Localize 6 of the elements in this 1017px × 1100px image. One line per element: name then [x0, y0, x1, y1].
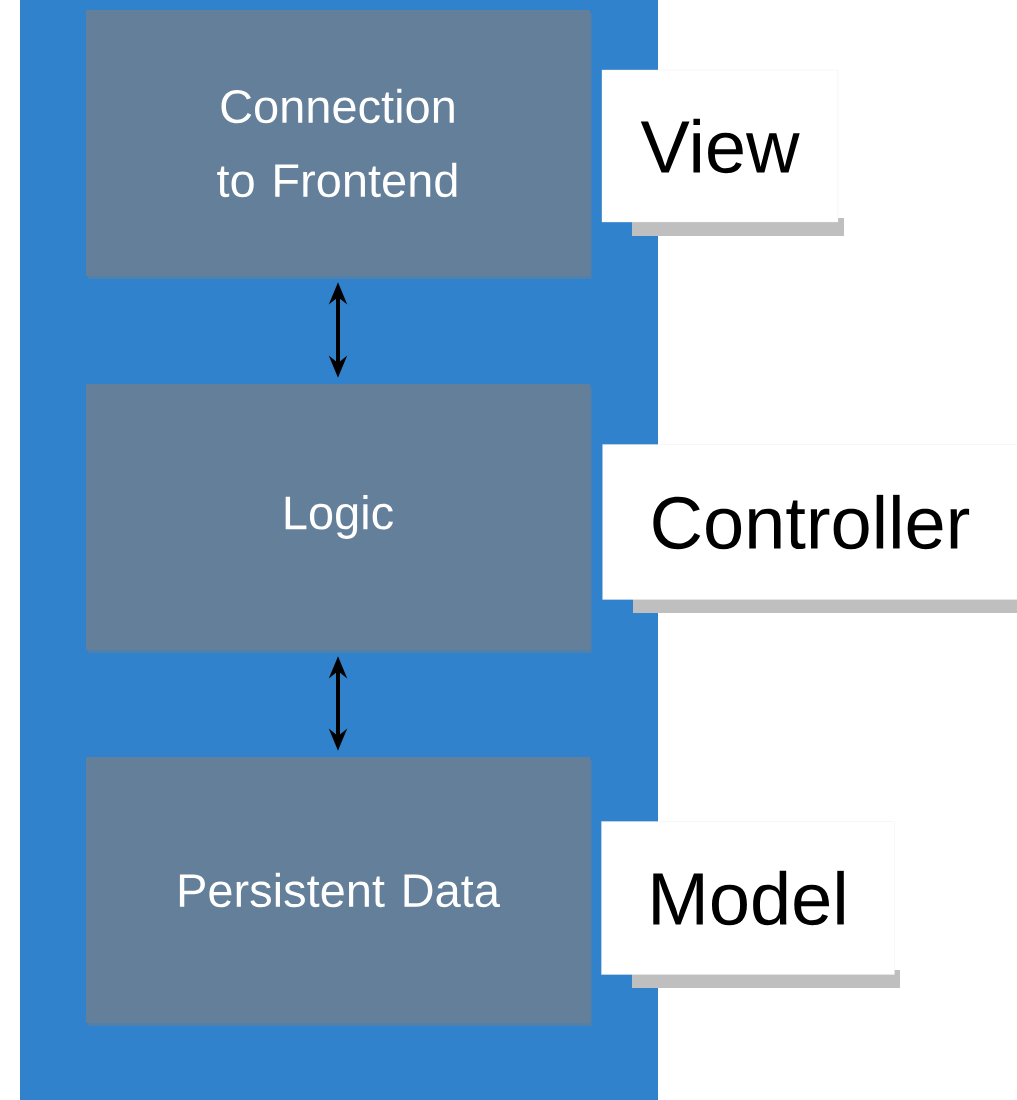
label-card: Model	[601, 821, 900, 988]
process-box: Persistent Data	[86, 757, 592, 1026]
label-card: Controller	[602, 444, 1017, 613]
process-box: Logic	[86, 384, 592, 653]
process-box: Connection to Frontend	[86, 10, 592, 279]
label-card: View	[601, 69, 844, 236]
